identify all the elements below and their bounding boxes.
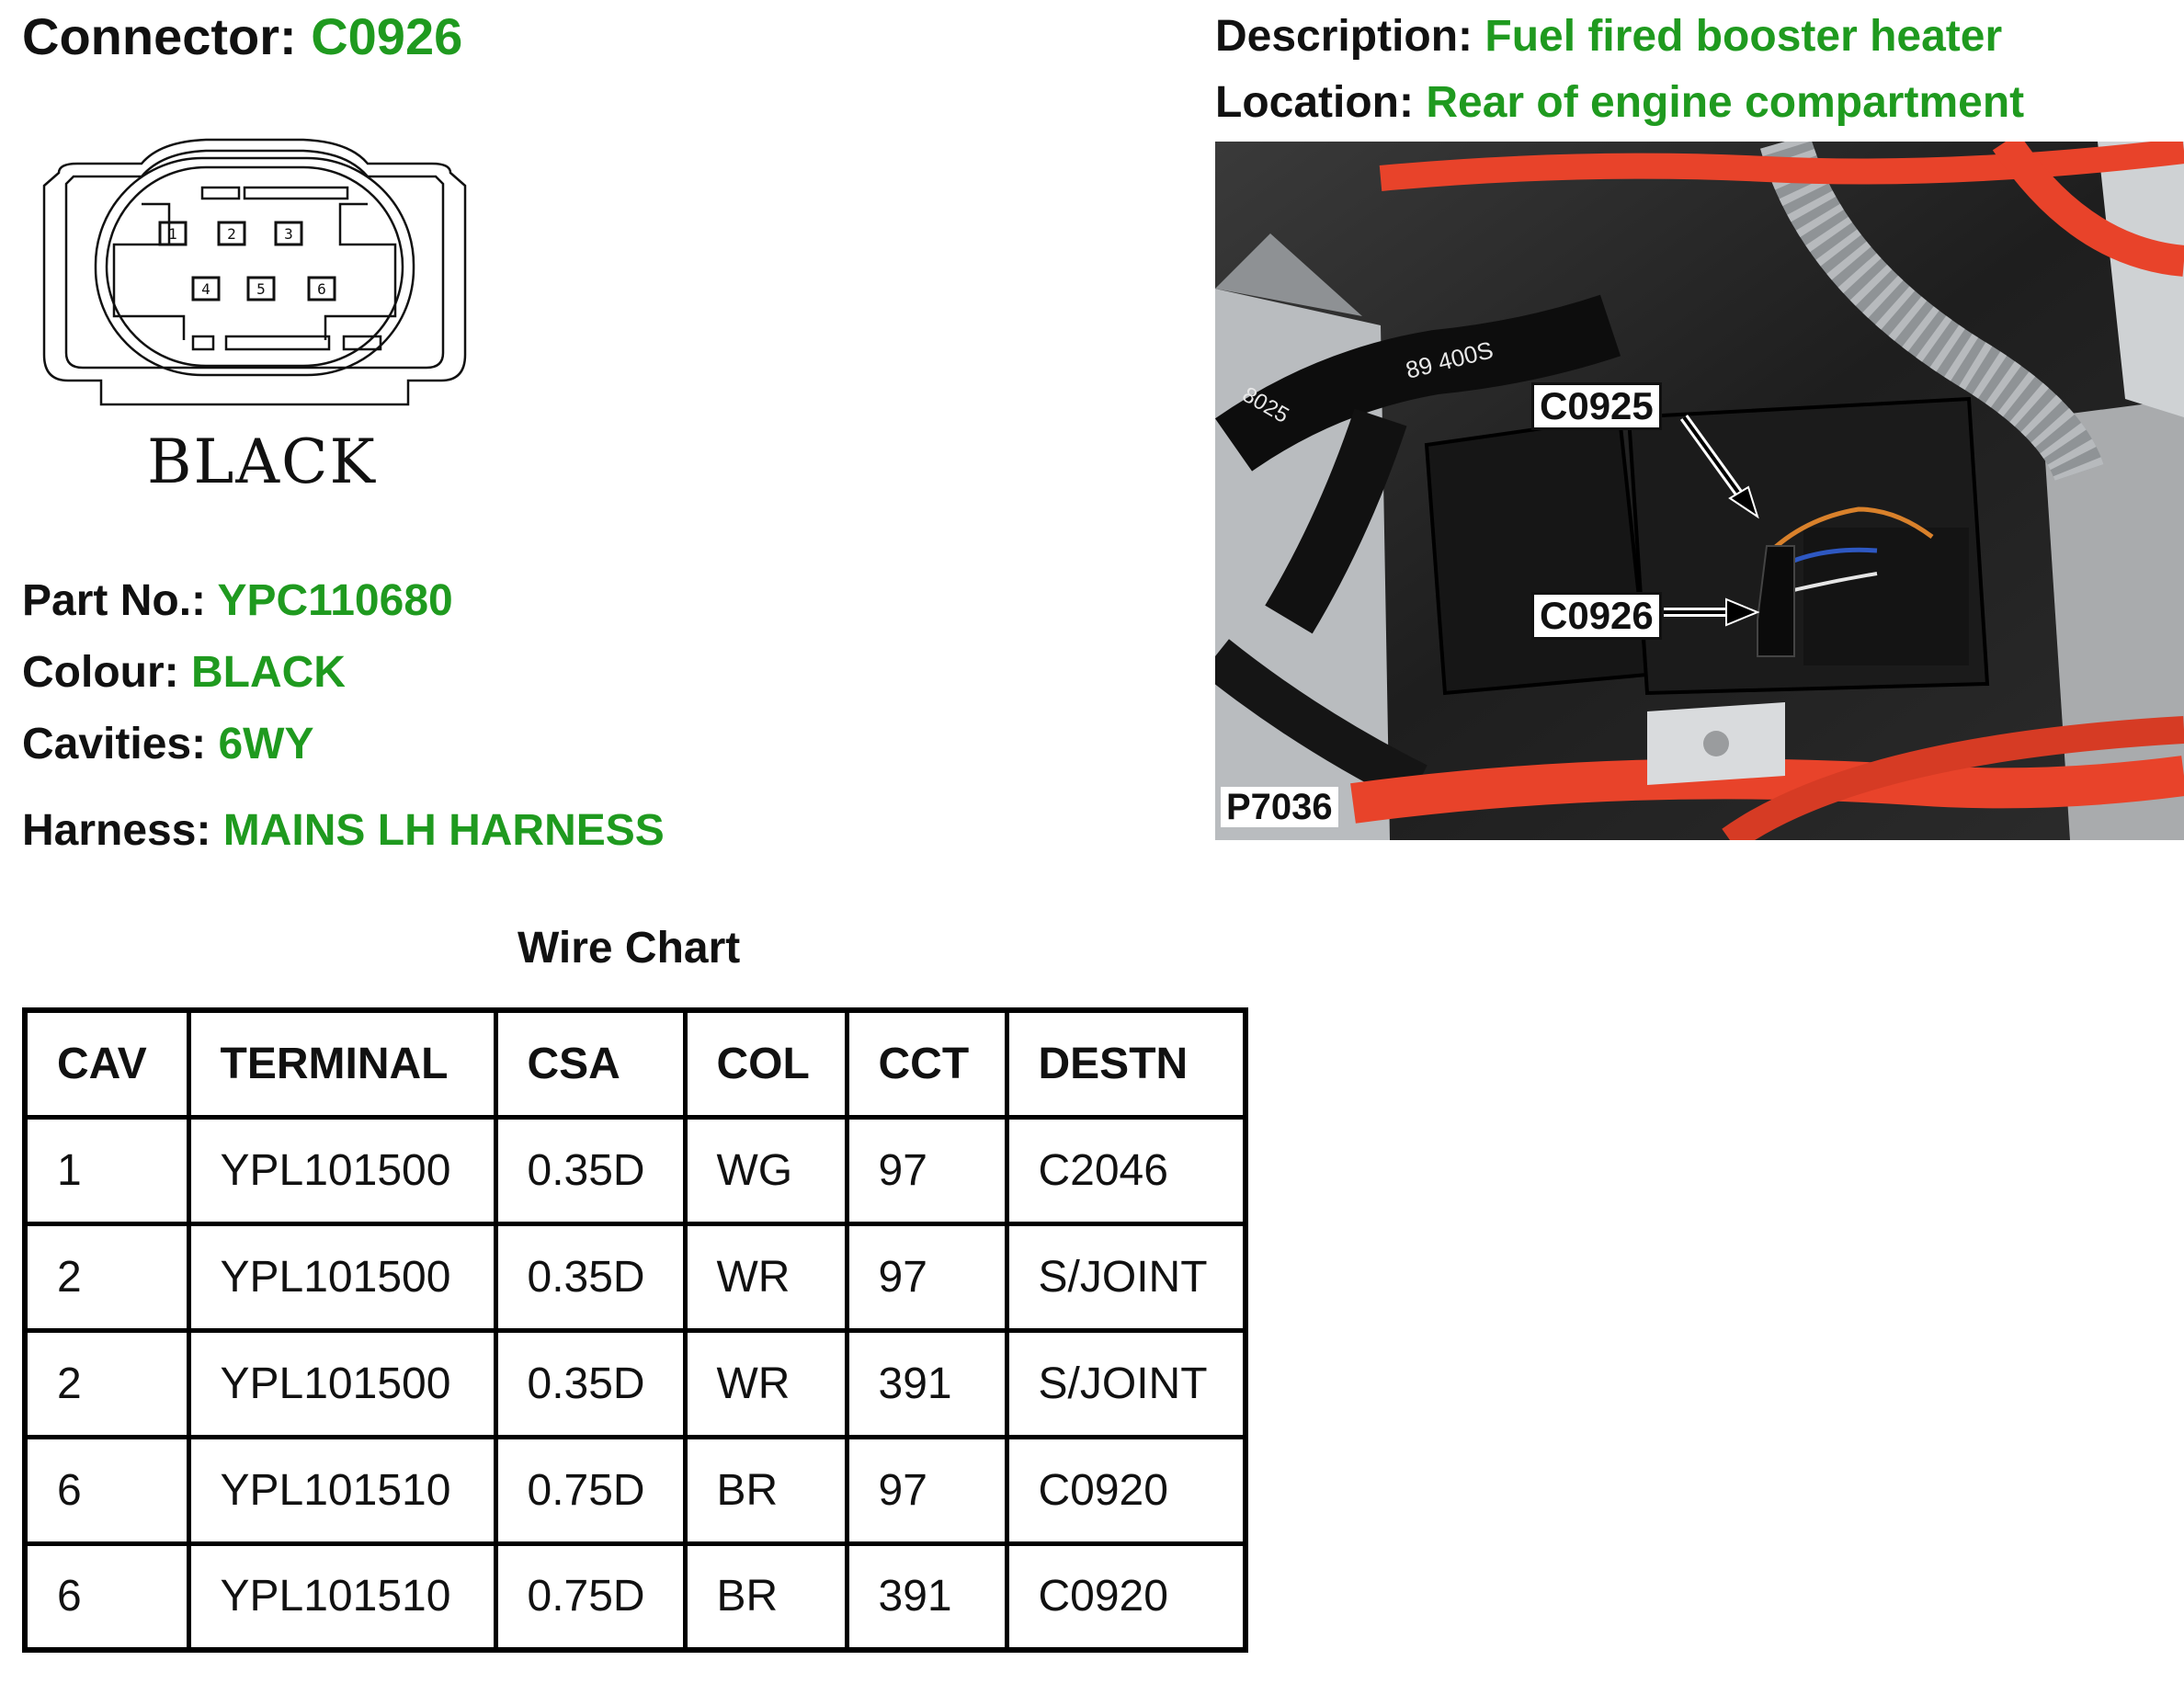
table-row: 2 YPL101500 0.35D WR 391 S/JOINT bbox=[22, 1327, 1248, 1439]
cell-col: WR bbox=[682, 1327, 849, 1439]
cavity-4 bbox=[191, 276, 221, 301]
part-no-label: Part No.: bbox=[22, 576, 207, 625]
cell-cav: 6 bbox=[22, 1434, 191, 1546]
cell-destn: C2046 bbox=[1004, 1114, 1248, 1226]
cavity-label-4: 4 bbox=[201, 280, 210, 298]
connector-id: C0926 bbox=[311, 7, 463, 65]
cavity-2 bbox=[217, 221, 246, 246]
cell-csa: 0.35D bbox=[493, 1221, 688, 1333]
connector-colour-caption: BLACK bbox=[147, 426, 377, 497]
table-header-row: CAV TERMINAL CSA COL CCT DESTN bbox=[22, 1007, 1248, 1120]
cell-cct: 391 bbox=[844, 1327, 1009, 1439]
cavity-5 bbox=[246, 276, 276, 301]
cell-destn: C0920 bbox=[1004, 1541, 1248, 1653]
colour-value: BLACK bbox=[190, 648, 346, 697]
cavity-3 bbox=[274, 221, 303, 246]
cell-cct: 391 bbox=[844, 1541, 1009, 1653]
cell-csa: 0.35D bbox=[493, 1114, 688, 1226]
wire-chart-title: Wire Chart bbox=[518, 924, 741, 972]
cavities-value: 6WY bbox=[218, 720, 314, 768]
cell-terminal: YPL101510 bbox=[186, 1541, 498, 1653]
cell-destn: S/JOINT bbox=[1004, 1327, 1248, 1439]
cell-destn: C0920 bbox=[1004, 1434, 1248, 1546]
description-line: Description: Fuel fired booster heater bbox=[1215, 15, 2002, 59]
harness-value: MAINS LH HARNESS bbox=[222, 806, 665, 855]
harness-label: Harness: bbox=[22, 806, 211, 855]
connector-outer-shell bbox=[42, 138, 467, 406]
cavity-1 bbox=[158, 221, 188, 246]
description-value: Fuel fired booster heater bbox=[1484, 12, 2003, 61]
column-header-cav: CAV bbox=[22, 1007, 191, 1120]
cavity-label-3: 3 bbox=[284, 225, 293, 243]
cavity-set bbox=[158, 221, 336, 301]
cavity-6 bbox=[307, 276, 336, 301]
cell-cav: 6 bbox=[22, 1541, 191, 1653]
cavity-label-5: 5 bbox=[256, 280, 266, 298]
part-no-line: Part No.: YPC110680 bbox=[22, 579, 453, 623]
harness-line: Harness: MAINS LH HARNESS bbox=[22, 809, 665, 853]
connector-heading: Connector: C0926 bbox=[22, 11, 462, 63]
cell-cct: 97 bbox=[844, 1221, 1009, 1333]
cavity-label-1: 1 bbox=[168, 225, 177, 243]
connector-label: Connector: bbox=[22, 7, 297, 65]
cell-col: BR bbox=[682, 1434, 849, 1546]
cell-col: BR bbox=[682, 1541, 849, 1653]
cell-cav: 2 bbox=[22, 1221, 191, 1333]
location-line: Location: Rear of engine compartment bbox=[1215, 81, 2024, 125]
column-header-csa: CSA bbox=[493, 1007, 688, 1120]
cell-cav: 1 bbox=[22, 1114, 191, 1226]
cell-col: WG bbox=[682, 1114, 849, 1226]
cavity-label-6: 6 bbox=[317, 280, 326, 298]
colour-line: Colour: BLACK bbox=[22, 651, 346, 695]
cavity-label-2: 2 bbox=[227, 225, 236, 243]
cell-csa: 0.35D bbox=[493, 1327, 688, 1439]
cell-terminal: YPL101510 bbox=[186, 1434, 498, 1546]
cell-col: WR bbox=[682, 1221, 849, 1333]
table-row: 6 YPL101510 0.75D BR 97 C0920 bbox=[22, 1434, 1248, 1546]
column-header-destn: DESTN bbox=[1004, 1007, 1248, 1120]
location-value: Rear of engine compartment bbox=[1426, 78, 2025, 127]
cell-csa: 0.75D bbox=[493, 1541, 688, 1653]
cell-cav: 2 bbox=[22, 1327, 191, 1439]
cavities-label: Cavities: bbox=[22, 720, 207, 768]
engine-bay-illustration: 89 400S 8025 bbox=[1215, 142, 2184, 840]
wire-chart-table: CAV TERMINAL CSA COL CCT DESTN 1 YPL1015… bbox=[22, 1007, 1248, 1653]
callout-c0925: C0925 bbox=[1531, 382, 1662, 430]
cell-destn: S/JOINT bbox=[1004, 1221, 1248, 1333]
location-label: Location: bbox=[1215, 78, 1414, 127]
cell-terminal: YPL101500 bbox=[186, 1114, 498, 1226]
colour-label: Colour: bbox=[22, 648, 179, 697]
table-row: 1 YPL101500 0.35D WG 97 C2046 bbox=[22, 1114, 1248, 1226]
cavities-line: Cavities: 6WY bbox=[22, 722, 313, 767]
table-row: 2 YPL101500 0.35D WR 97 S/JOINT bbox=[22, 1221, 1248, 1333]
cell-terminal: YPL101500 bbox=[186, 1327, 498, 1439]
column-header-cct: CCT bbox=[844, 1007, 1009, 1120]
photo-reference-id: P7036 bbox=[1221, 787, 1338, 827]
location-photo: 89 400S 8025 C0925 C0926 P7036 bbox=[1215, 142, 2184, 840]
cell-cct: 97 bbox=[844, 1434, 1009, 1546]
callout-c0926: C0926 bbox=[1531, 592, 1662, 640]
cell-cct: 97 bbox=[844, 1114, 1009, 1226]
table-row: 6 YPL101510 0.75D BR 391 C0920 bbox=[22, 1541, 1248, 1653]
part-no-value: YPC110680 bbox=[217, 576, 453, 625]
cell-csa: 0.75D bbox=[493, 1434, 688, 1546]
column-header-terminal: TERMINAL bbox=[186, 1007, 498, 1120]
description-label: Description: bbox=[1215, 12, 1473, 61]
column-header-col: COL bbox=[682, 1007, 849, 1120]
cell-terminal: YPL101500 bbox=[186, 1221, 498, 1333]
connector-face-diagram: 1 2 3 4 5 6 bbox=[42, 138, 467, 406]
